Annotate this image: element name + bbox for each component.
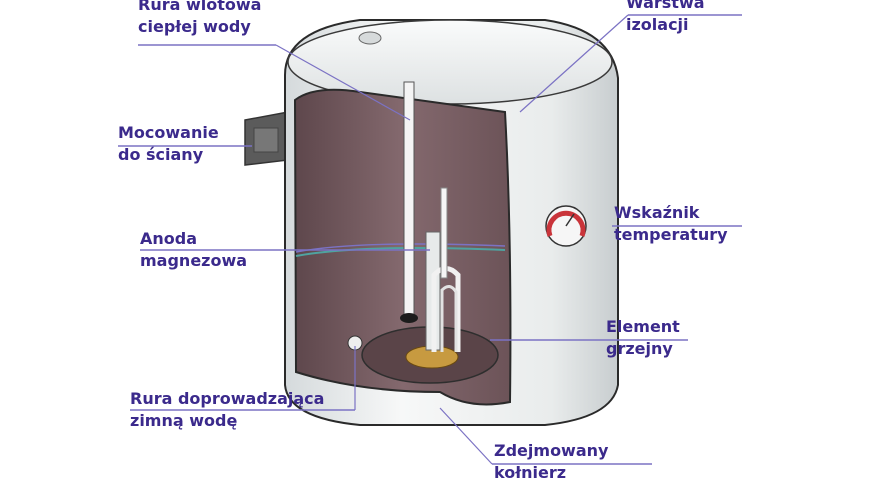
temperature-gauge (545, 205, 587, 247)
leader-pointer-inlet (275, 44, 411, 121)
label-inlet-hot-water: Rura wlotowa ciepłej wody (138, 0, 261, 38)
wall-mount-bracket (244, 111, 289, 166)
label-anode: Anoda magnezowa (140, 228, 247, 272)
label-line: izolacji (626, 15, 689, 34)
label-line: ciepłej wody (138, 17, 251, 36)
label-insulation: Warstwa izolacji (626, 0, 705, 36)
label-line: Mocowanie (118, 123, 219, 142)
label-flange: Zdejmowany kołnierz (494, 440, 608, 484)
label-line: Warstwa (626, 0, 705, 12)
label-line: Wskaźnik (614, 203, 700, 222)
label-line: Zdejmowany (494, 441, 609, 460)
label-cold-inlet: Rura doprowadzająca zimną wodę (130, 388, 324, 432)
label-heater: Element grzejny (606, 316, 680, 360)
label-line: magnezowa (140, 251, 248, 270)
label-line: grzejny (606, 339, 673, 358)
label-line: Anoda (140, 229, 198, 248)
leader-lines (118, 14, 742, 465)
label-line: Rura doprowadzająca (130, 389, 325, 408)
label-line: Rura wlotowa (138, 0, 262, 14)
tank-interior (293, 88, 512, 406)
label-thermometer: Wskaźnik temperatury (614, 202, 728, 246)
label-line: temperatury (614, 225, 728, 244)
label-line: do ściany (118, 145, 204, 164)
label-line: zimną wodę (130, 411, 238, 430)
leader-pointer-insulation (519, 14, 629, 113)
leader-pointer-flange (439, 407, 493, 465)
label-line: kołnierz (494, 463, 567, 482)
heating-element (431, 187, 461, 352)
label-line: Element (606, 317, 680, 336)
hot-water-pipe (400, 81, 418, 323)
label-wall-mount: Mocowanie do ściany (118, 122, 219, 166)
